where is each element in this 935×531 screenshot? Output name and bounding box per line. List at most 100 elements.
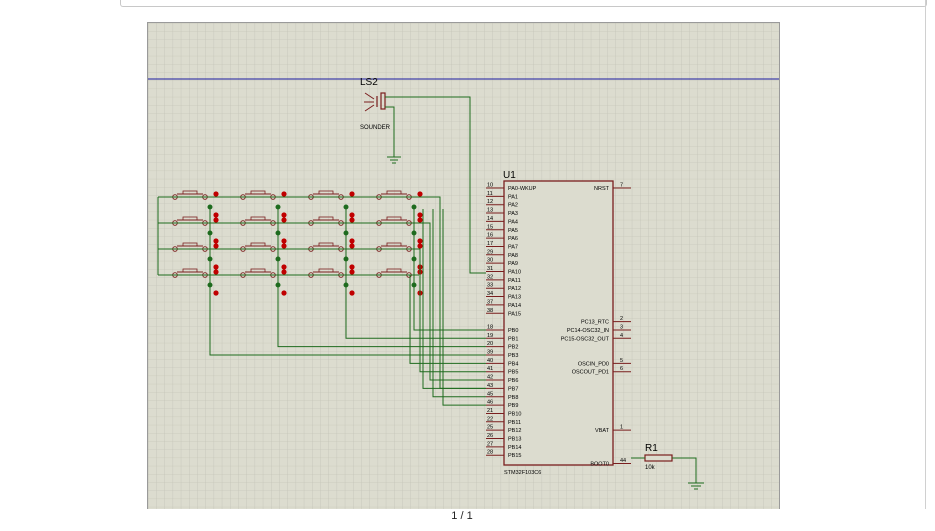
mcu-pin-name: PA1 (508, 194, 518, 200)
mcu-pin-name: PB8 (508, 395, 518, 401)
mcu-pin-number: 44 (620, 458, 626, 464)
mcu-pin-number: 39 (487, 350, 493, 356)
mcu-pin-name: PB4 (508, 361, 518, 367)
switch-pin-dot (281, 269, 287, 275)
switch-pin-dot (213, 264, 219, 270)
mcu-pin-name: OSCIN_PD0 (578, 361, 609, 367)
mcu-pin-number: 26 (487, 433, 493, 439)
wire-col4-pb0 (413, 285, 486, 331)
wire-junction (275, 256, 281, 262)
resistor-value: 10k (645, 465, 656, 471)
mcu-pin-name: PB9 (508, 403, 518, 409)
wire-row-extra (422, 209, 486, 389)
mcu-pin-number: 3 (620, 324, 623, 330)
mcu-pin-number: 42 (487, 375, 493, 381)
mcu-pin-name: NRST (594, 186, 610, 192)
mcu-pin-name: PB7 (508, 386, 518, 392)
switch-pin-dot (213, 212, 219, 218)
mcu-pin-number: 2 (620, 316, 623, 322)
wire-row-to-pb (419, 248, 486, 373)
mcu-pin-name: PA13 (508, 295, 521, 301)
mcu-pin-name: PB1 (508, 336, 518, 342)
wire-junction (275, 230, 281, 236)
wire-col3-pb1 (345, 285, 486, 339)
switch-cap (182, 190, 198, 195)
wire-row-extra (432, 209, 486, 398)
buzzer-ls2[interactable]: LS2 SOUNDER (360, 77, 391, 131)
mcu-u1[interactable]: U1 STM32F103C6 10PA0-WKUP11PA112PA213PA3… (486, 170, 631, 476)
viewer-scroll-edge (925, 0, 926, 531)
mcu-pin-number: 28 (487, 450, 493, 456)
switch-pin-dot (281, 290, 287, 296)
mcu-pin-name: PB13 (508, 437, 521, 443)
switch-pin-dot (349, 217, 355, 223)
boot0-wires (631, 457, 704, 490)
mcu-pin-number: 21 (487, 408, 493, 414)
schematic-canvas: LS2 SOUNDER U1 STM32F103C6 10PA0-WKUP11P… (148, 23, 779, 511)
switch-cap (182, 242, 198, 247)
wire-row-extra (442, 209, 486, 406)
mcu-ref: U1 (503, 170, 516, 181)
switch-pin-dot (281, 238, 287, 244)
wire-junction (343, 230, 349, 236)
viewer-pager-bar (0, 509, 935, 531)
resistor-ref: R1 (645, 443, 658, 454)
switch-cap (182, 216, 198, 221)
switch-cap (386, 242, 402, 247)
switch-cap (182, 268, 198, 273)
mcu-pin-number: 41 (487, 366, 493, 372)
sheet-grid (148, 23, 779, 511)
mcu-pin-number: 40 (487, 358, 493, 364)
switch-cap (250, 268, 266, 273)
wire-junction (343, 256, 349, 262)
wire-junction (207, 204, 213, 210)
mcu-pin-name: PA11 (508, 278, 521, 284)
switch-pin-dot (213, 243, 219, 249)
mcu-pin-number: 1 (620, 425, 623, 431)
switch-cap (318, 190, 334, 195)
mcu-pin-name: PA9 (508, 261, 518, 267)
mcu-pin-number: 45 (487, 391, 493, 397)
wire-junction (343, 204, 349, 210)
mcu-pin-number: 27 (487, 441, 493, 447)
switch-pin-dot (349, 238, 355, 244)
wire-r1-gnd (672, 457, 697, 483)
switch-pin-dot (281, 191, 287, 197)
mcu-pin-number: 19 (487, 333, 493, 339)
wire-row-to-pb (419, 222, 486, 381)
keypad-switch (376, 190, 423, 218)
switch-pin-dot (349, 264, 355, 270)
mcu-pin-name: PA0-WKUP (508, 186, 537, 192)
switch-cap (386, 190, 402, 195)
mcu-pin-name: PB10 (508, 411, 521, 417)
wire-junction (411, 230, 417, 236)
mcu-pin-number: 43 (487, 383, 493, 389)
mcu-pin-name: PC14-OSC32_IN (567, 328, 609, 334)
mcu-pin-number: 32 (487, 274, 493, 280)
switch-pin-dot (213, 238, 219, 244)
mcu-pin-name: PB12 (508, 428, 521, 434)
switch-pin-dot (349, 269, 355, 275)
mcu-pin-number: 5 (620, 358, 623, 364)
switch-pin-dot (281, 264, 287, 270)
buzzer-value: SOUNDER (360, 125, 391, 131)
switch-pin-dot (417, 212, 423, 218)
switch-pin-dot (213, 290, 219, 296)
mcu-pin-name: PA12 (508, 286, 521, 292)
buzzer-sound-line (364, 104, 375, 112)
mcu-pin-number: 34 (487, 291, 493, 297)
switch-pin-dot (417, 217, 423, 223)
mcu-pin-number: 7 (620, 183, 623, 189)
mcu-pin-name: PA8 (508, 253, 518, 259)
switch-pin-dot (213, 217, 219, 223)
wire-buzzer-gnd (385, 106, 395, 157)
switch-pin-dot (213, 191, 219, 197)
mcu-pin-name: PA2 (508, 203, 518, 209)
switch-pin-dot (349, 243, 355, 249)
keypad-switch (308, 190, 355, 218)
mcu-pin-name: PB11 (508, 420, 521, 426)
mcu-pin-name: BOOT0 (590, 462, 609, 468)
mcu-pin-number: 6 (620, 366, 623, 372)
mcu-pin-name: VBAT (595, 428, 610, 434)
wire-junction (275, 204, 281, 210)
